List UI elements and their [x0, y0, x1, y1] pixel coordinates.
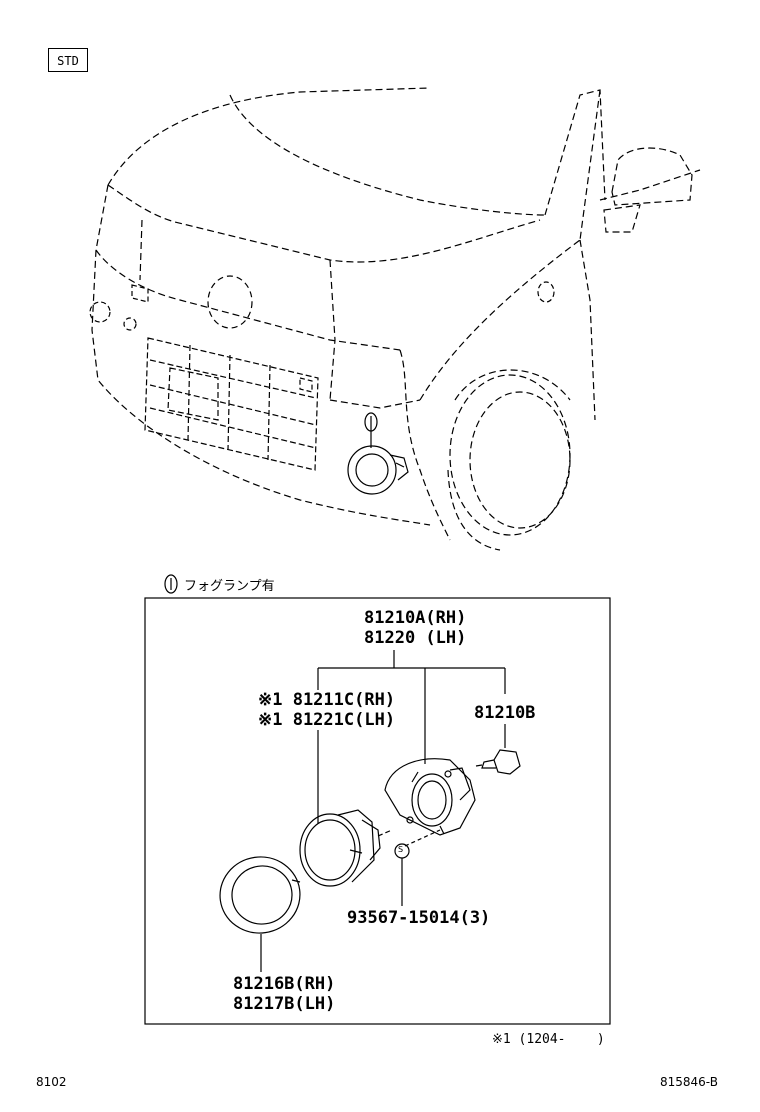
side-mirror	[603, 147, 693, 233]
car-fog-lamp	[347, 428, 409, 495]
part-unit-rh: ※1 81211C(RH)	[258, 690, 396, 710]
part-bulb: 81210B	[474, 703, 536, 723]
part-lamp-assy-rh: 81210A(RH)	[364, 608, 467, 628]
footnote: ※1 (1204- )	[492, 1032, 605, 1047]
emblem	[207, 275, 253, 329]
part-bezel-lh: 81217B(LH)	[233, 994, 336, 1014]
callout-i-marker	[364, 412, 378, 432]
lamp-bracket	[384, 758, 476, 836]
bezel-part	[219, 856, 301, 934]
grille	[144, 337, 319, 471]
part-lamp-assy-lh: 81220 (LH)	[364, 628, 467, 648]
part-bezel-rh: 81216B(RH)	[233, 974, 336, 994]
plate-bracket	[89, 284, 313, 393]
part-unit-lh: ※1 81221C(LH)	[258, 710, 396, 730]
leader-lines	[260, 650, 506, 972]
page-number: 8102	[36, 1075, 67, 1089]
std-badge: STD	[48, 48, 88, 72]
vehicle-outline	[91, 87, 701, 541]
front-wheel	[447, 369, 571, 551]
legend-caption: フォグランプ有	[184, 579, 275, 594]
illustration-id: 815846-B	[660, 1075, 718, 1089]
detail-frame	[144, 597, 611, 1025]
screw-marker-label: S	[398, 845, 404, 854]
bulb-part	[475, 749, 521, 775]
legend-i-marker	[164, 574, 178, 594]
part-screw: 93567-15014(3)	[347, 908, 491, 928]
side-marker	[537, 281, 555, 303]
fog-lamp-unit	[299, 809, 393, 887]
screw-marker	[394, 843, 410, 859]
